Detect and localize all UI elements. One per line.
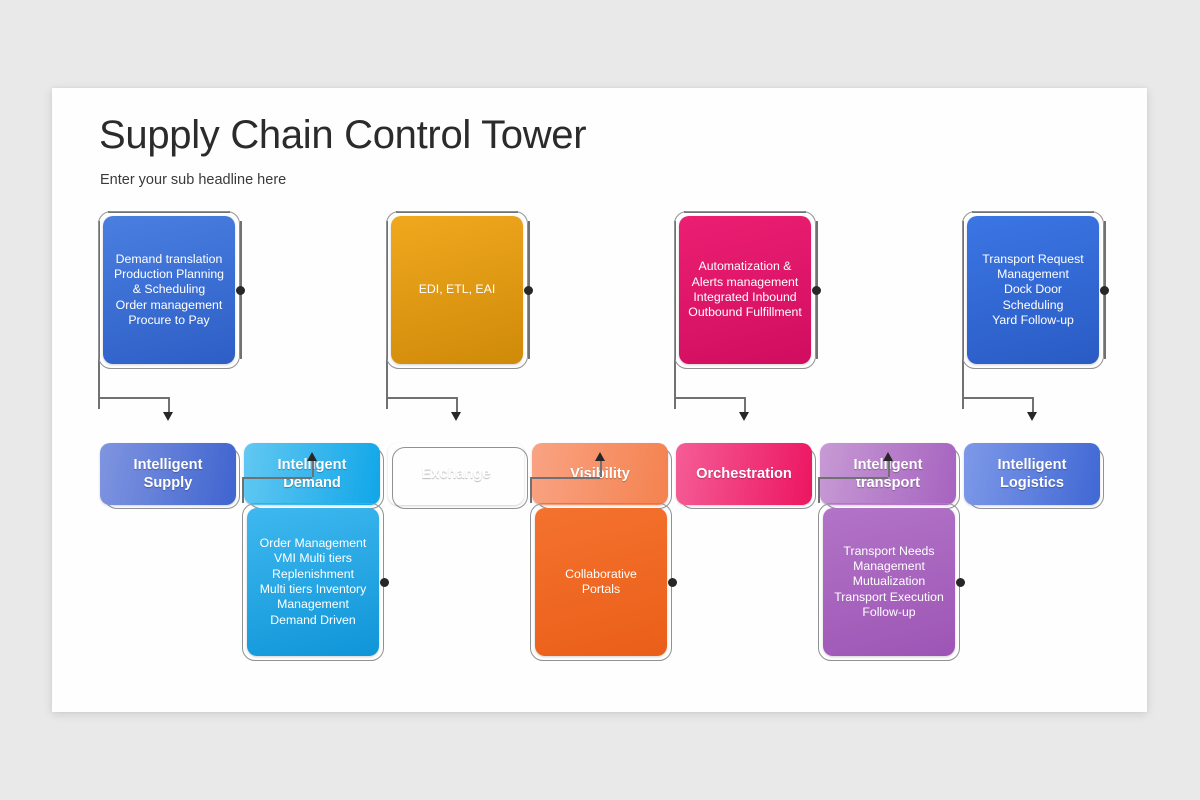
node-label-orchestration: Orchestration (696, 465, 792, 482)
page-subtitle: Enter your sub headline here (100, 172, 287, 188)
arrow-stem-orchestration-detail (744, 397, 746, 413)
node-orchestration[interactable]: Orchestration (676, 443, 812, 505)
arrow-up-transport-needs (883, 452, 893, 461)
frame-riser-order-management (242, 477, 244, 503)
arrow-stem-demand-translation (168, 397, 170, 413)
arrow-stem-exchange-detail (456, 397, 458, 413)
connector-dot-transport-request (1100, 286, 1109, 295)
node-label-intelligent-demand: IntelligentDemand (278, 457, 347, 491)
connector-dot-demand-translation (236, 286, 245, 295)
node-frame-exchange (392, 447, 528, 509)
frame-bottom-transport-request (962, 397, 1032, 399)
connector-dot-transport-needs (956, 578, 965, 587)
arrow-stem-transport-request (1032, 397, 1034, 413)
arrow-up-collaborative-portals (595, 452, 605, 461)
frame-bottom-orchestration-detail (674, 397, 744, 399)
arrow-stem-collaborative-portals (600, 461, 602, 477)
connector-dot-exchange-detail (524, 286, 533, 295)
slide-card: Supply Chain Control Tower Enter your su… (52, 88, 1147, 712)
arrow-up-order-management (307, 452, 317, 461)
frame-top-stub-order-management (242, 477, 312, 479)
connector-dot-orchestration-detail (812, 286, 821, 295)
arrow-stem-order-management (312, 461, 314, 477)
frame-top-stub-collaborative-portals (530, 477, 600, 479)
connector-dot-order-management (380, 578, 389, 587)
arrow-down-exchange-detail (451, 412, 461, 421)
arrow-stem-transport-needs (888, 461, 890, 477)
frame-top-stub-transport-needs (818, 477, 888, 479)
node-exchange[interactable]: Exchange (388, 443, 524, 505)
arrow-down-demand-translation (163, 412, 173, 421)
arrow-down-orchestration-detail (739, 412, 749, 421)
page-title: Supply Chain Control Tower (99, 113, 587, 157)
node-label-intelligent-transport: Intelligenttransport (854, 457, 923, 491)
node-label-exchange: Exchange (421, 465, 491, 482)
frame-riser-collaborative-portals (530, 477, 532, 503)
frame-bottom-demand-translation (98, 397, 168, 399)
connector-dot-collaborative-portals (668, 578, 677, 587)
frame-bottom-exchange-detail (386, 397, 456, 399)
frame-riser-transport-needs (818, 477, 820, 503)
node-exchange-detail[interactable]: EDI, ETL, EAI (391, 216, 523, 364)
arrow-down-transport-request (1027, 412, 1037, 421)
node-label-exchange-detail: EDI, ETL, EAI (418, 282, 496, 297)
